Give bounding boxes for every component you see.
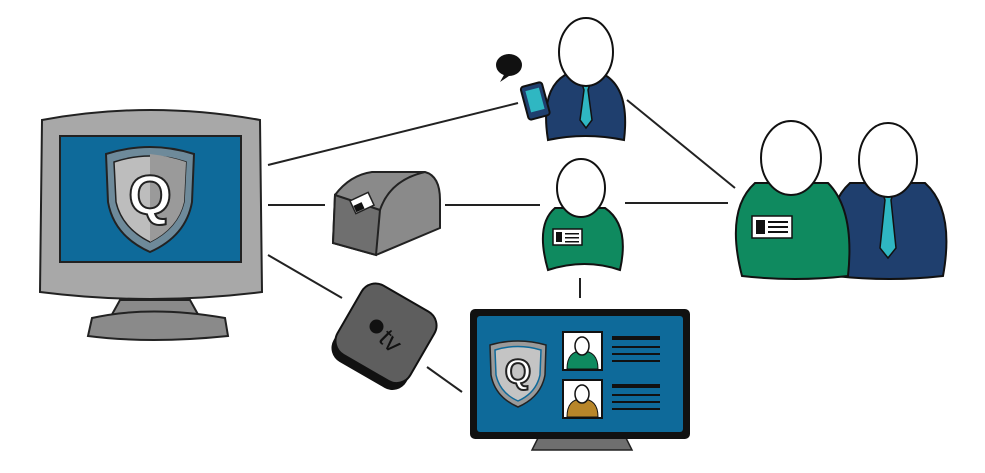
apple-logo-icon [369,319,384,334]
apple-tv: tv [331,282,438,390]
logo-letter: Q [505,353,531,391]
monitor-stand [86,310,230,341]
receipt-printer [331,171,441,257]
profile-card-gold [562,379,603,419]
id-badge-icon [552,228,583,246]
visitors [734,120,948,280]
connector-lines [267,99,736,393]
badge-staff [541,158,624,272]
logo-letter: Q [128,163,172,226]
visitor-navy [829,122,948,280]
line-phone-visitors [626,99,736,189]
line-monitor-appletv [267,254,343,299]
desktop-monitor: Q [38,109,264,341]
text-lines [612,336,660,410]
phone-icon [519,81,551,121]
speech-bubble-icon [496,54,522,82]
shield-logo-icon: Q [489,340,547,408]
profile-card-green [562,331,603,371]
line-monitor-phone [267,102,519,166]
visitor-green [734,120,851,280]
shield-logo-icon: Q [104,146,196,254]
mobile-staff [496,17,627,142]
id-badge-icon [751,215,793,239]
line-appletv-tv [426,366,463,393]
display-tv: Q [470,309,690,451]
